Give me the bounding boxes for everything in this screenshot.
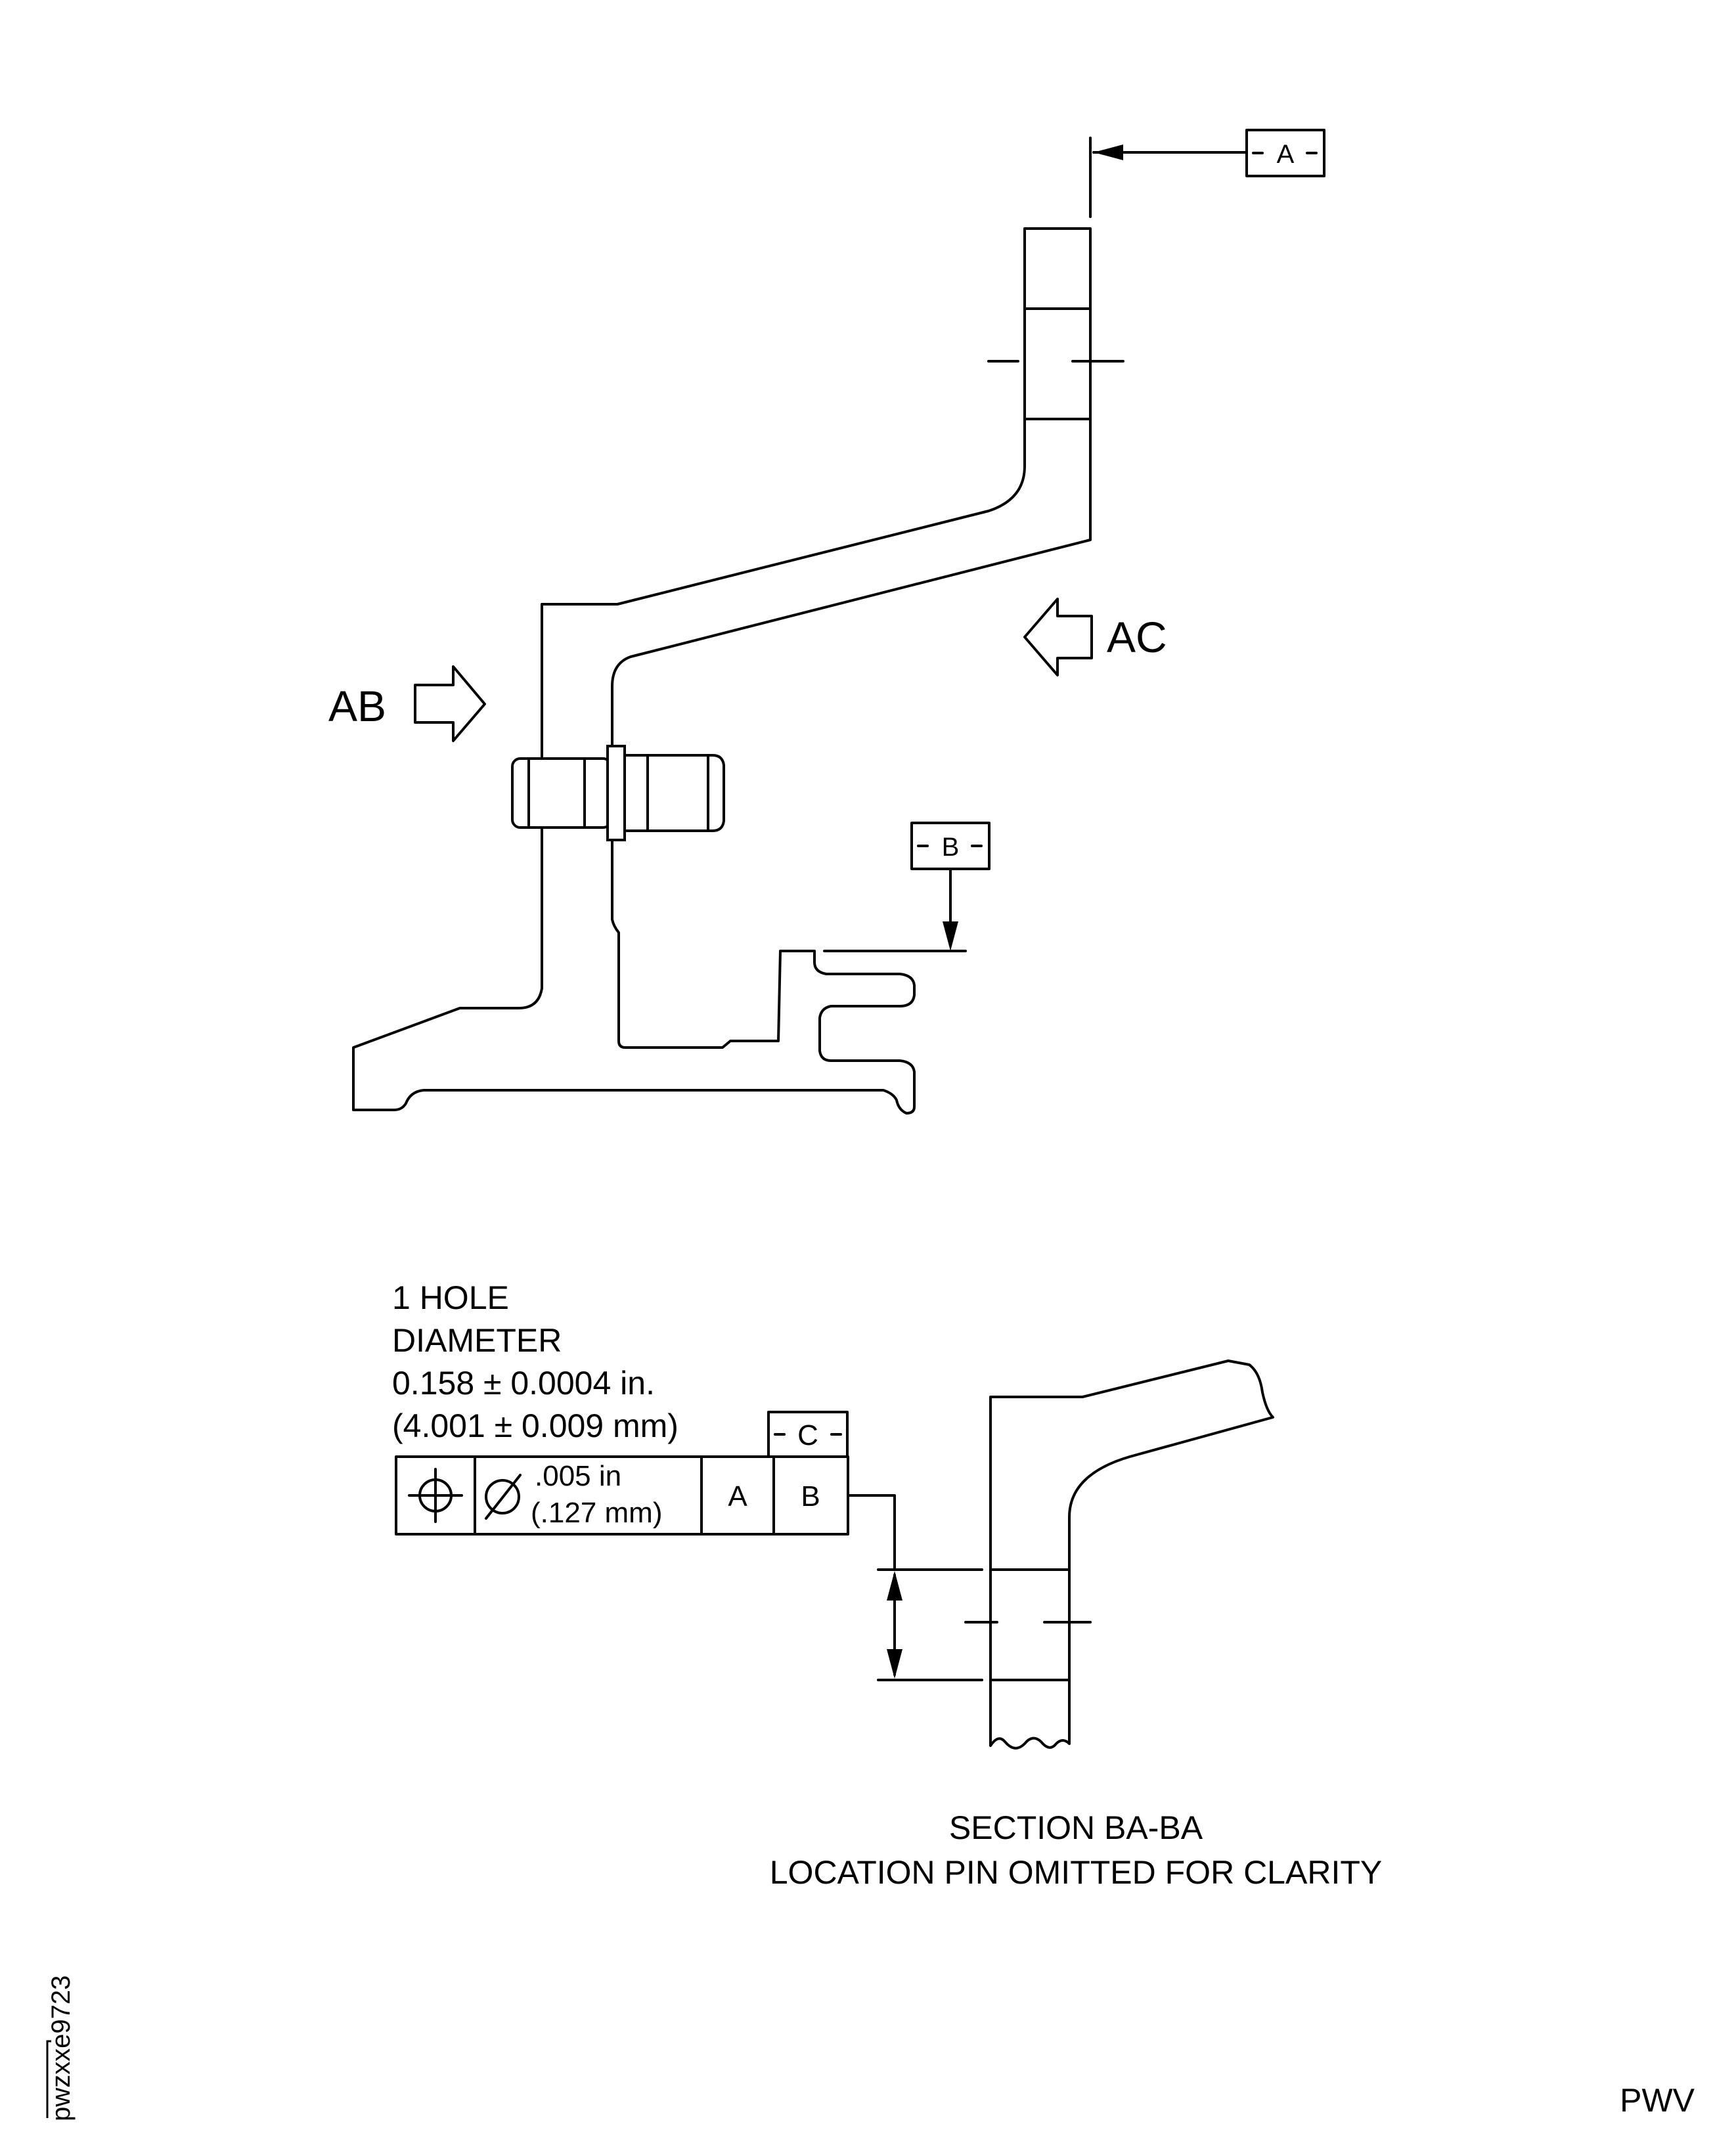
datum-b-indicator: B — [823, 822, 990, 952]
view-arrow-ac-label: AC — [1107, 613, 1167, 661]
view-arrow-ab: AB — [328, 665, 486, 742]
fcf-datum-1: A — [728, 1480, 747, 1513]
hole-note-line-4: (4.001 ± 0.009 mm) — [392, 1407, 679, 1444]
datum-b-label: B — [942, 833, 960, 862]
section-note: LOCATION PIN OMITTED FOR CLARITY — [770, 1854, 1382, 1891]
figure-id: pwzxxe9723 — [46, 1976, 76, 2121]
section-title: SECTION BA-BA — [949, 1809, 1203, 1846]
view-arrow-ab-label: AB — [328, 682, 386, 730]
tolerance-mm: (.127 mm) — [531, 1497, 662, 1529]
hole-note-line-1: 1 HOLE — [392, 1279, 509, 1316]
fcf-datum-2: B — [801, 1480, 820, 1513]
hole-note-line-3: 0.158 ± 0.0004 in. — [392, 1365, 655, 1402]
hole-note-line-2: DIAMETER — [392, 1322, 562, 1359]
diameter-icon — [485, 1474, 522, 1520]
view-arrow-ac: AC — [1023, 598, 1167, 676]
tolerance-in: .005 in — [535, 1460, 621, 1492]
section-ba-ba — [877, 1359, 1274, 1750]
hole-note: 1 HOLE DIAMETER 0.158 ± 0.0004 in. (4.00… — [392, 1279, 679, 1444]
figure-id-label: pwzxxe9723 — [47, 1976, 76, 2121]
datum-c-label: C — [797, 1419, 818, 1451]
feature-control-frame: .005 in (.127 mm) A B — [395, 1455, 896, 1571]
datum-a-indicator: A — [1089, 129, 1325, 218]
location-pin — [511, 745, 725, 841]
datum-c-indicator: C — [767, 1411, 849, 1458]
footer-code: PWV — [1620, 2082, 1695, 2119]
position-icon — [408, 1468, 463, 1523]
datum-a-label: A — [1277, 140, 1295, 169]
bracket-part — [352, 227, 1124, 1115]
